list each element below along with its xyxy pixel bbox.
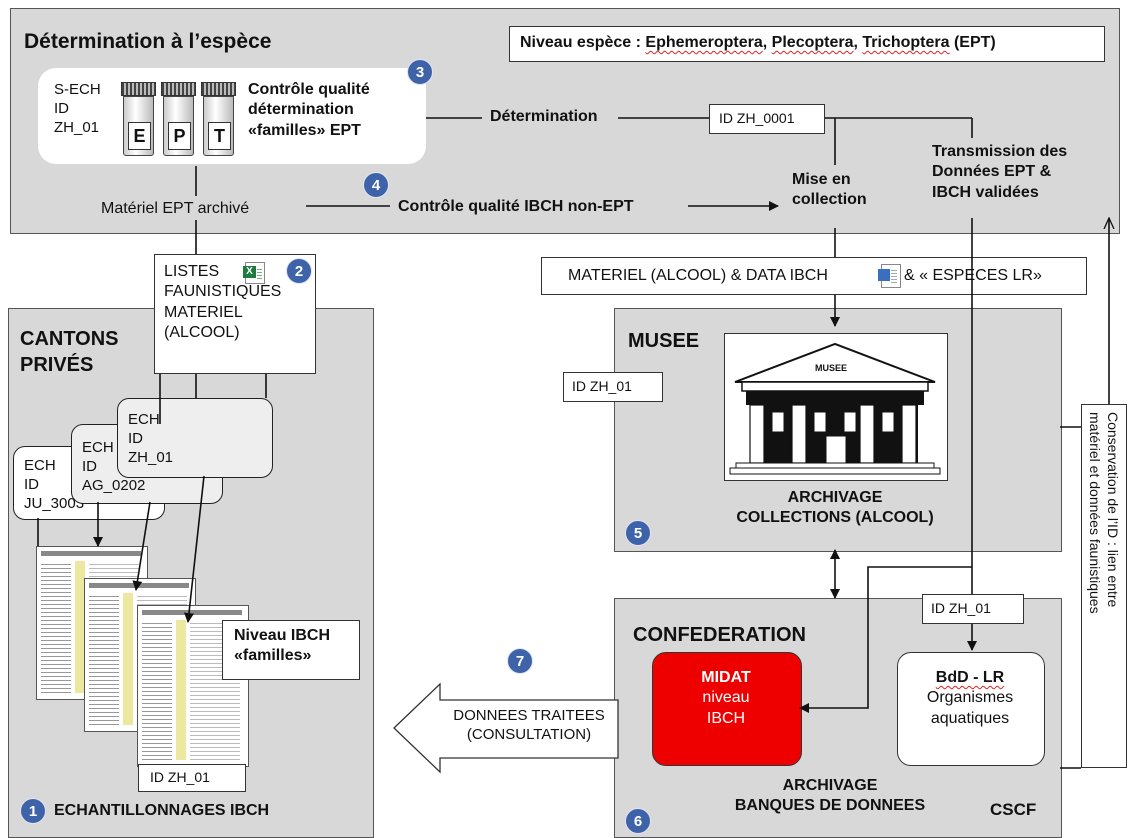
taxon-plecoptera: Plecoptera [771,34,854,51]
museum-building-icon [724,333,948,481]
niveau-ibch-text: Niveau IBCH«familles» [234,627,331,665]
musee-id-text: ID ZH_01 [572,378,632,394]
jar-t-label: T [208,122,231,150]
niveau-ibch-box [222,620,360,680]
niveau-prefix: Niveau espèce : [520,34,646,51]
jar-e: E [121,82,156,157]
id-zh-0001-text: ID ZH_0001 [719,110,795,126]
taxon-trichoptera: Trichoptera [862,34,950,51]
step-badge-7: 7 [507,648,533,674]
step-badge-2: 2 [286,258,312,284]
data-sheet-3 [137,605,249,767]
qc-non-ept-label: Contrôle qualité IBCH non-EPT [398,198,634,215]
jar-p: P [161,82,196,157]
cscf-label: CSCF [990,800,1037,819]
id-zh-01-cantons-text: ID ZH_01 [150,769,210,785]
id-zh-01-cantons-box [138,764,246,792]
excel-icon: X [243,262,265,284]
determination-title: Détermination à l’espèce [24,30,272,53]
id-zh-0001-box [709,104,825,134]
step-badge-4: 4 [363,172,389,198]
niveau-espece-box [509,26,1105,62]
conservation-box [1081,404,1127,768]
determination-label: Détermination [490,108,598,125]
step-badge-3: 3 [407,59,433,85]
doc-icon [878,264,901,288]
musee-id-box [563,372,663,402]
musee-title: MUSEE [628,330,700,352]
materiel-data-bar [541,257,1087,295]
step-badge-5: 5 [625,520,651,546]
materiel-data-right: & « ESPECES LR» [904,267,1042,284]
jar-e-label: E [128,122,151,150]
midat-box [652,652,802,766]
donnees-traitees-text: DONNEES TRAITEES(CONSULTATION) [453,707,605,744]
musee-building-label: MUSEE [815,363,848,373]
jar-t: T [201,82,236,157]
sample-card-zh [117,398,273,478]
niveau-suffix: (EPT) [949,34,996,51]
confederation-id-text: ID ZH_01 [931,600,991,616]
echantillonnages-label: ECHANTILLONNAGES IBCH [54,802,270,819]
materiel-archive-label: Matériel EPT archivé [101,200,250,217]
ept-jars: E P T [121,82,239,157]
confederation-title: CONFEDERATION [633,624,806,646]
jar-p-label: P [168,122,191,150]
materiel-data-left: MATERIEL (ALCOOL) & DATA IBCH [568,267,828,284]
step-badge-6: 6 [625,808,651,834]
niveau-espece-text: Niveau espèce : Ephemeroptera, Plecopter… [520,34,996,51]
taxon-ephemeroptera: Ephemeroptera [645,34,763,51]
step-badge-1: 1 [20,798,46,824]
